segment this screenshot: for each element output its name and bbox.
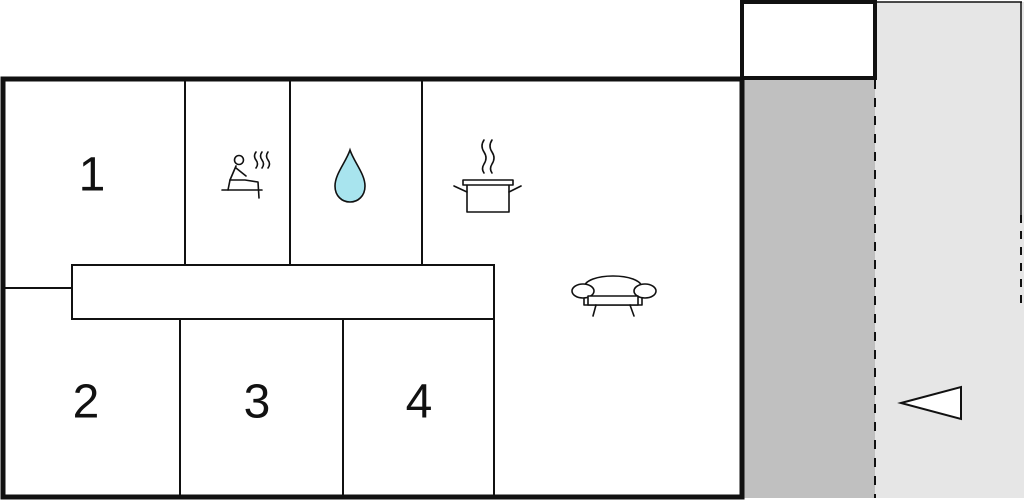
terrace-open [875,2,1024,498]
hallway [71,264,495,320]
room-number-1: 1 [79,149,106,202]
sauna-icon [221,151,271,199]
room-number-4: 4 [406,376,433,429]
room-number-3: 3 [244,376,271,429]
sofa-icon [571,275,657,317]
cooking-pot-icon [453,139,522,213]
direction-arrow-icon [897,385,962,421]
water-drop-icon [334,147,366,203]
terrace-covered [742,80,875,498]
storage-box [740,0,877,80]
room-number-2: 2 [73,376,100,429]
